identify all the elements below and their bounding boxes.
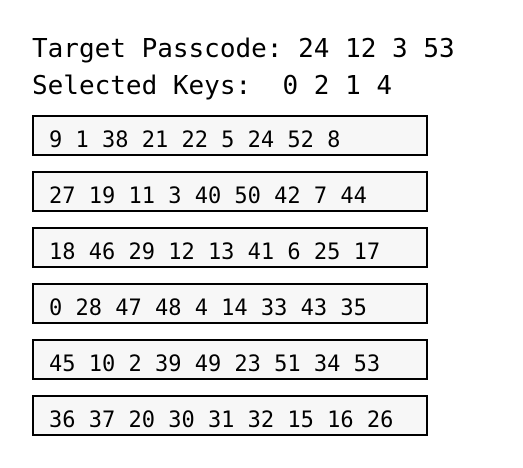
key-row-1[interactable]: 27 19 11 3 40 50 42 7 44 bbox=[32, 171, 428, 212]
key-row-2[interactable]: 18 46 29 12 13 41 6 25 17 bbox=[32, 227, 428, 268]
target-passcode-value: 24 12 3 53 bbox=[298, 34, 455, 64]
key-row-5[interactable]: 36 37 20 30 31 32 15 16 26 bbox=[32, 395, 428, 436]
key-row-4[interactable]: 45 10 2 39 49 23 51 34 53 bbox=[32, 339, 428, 380]
key-rows-list: 9 1 38 21 22 5 24 52 8 27 19 11 3 40 50 … bbox=[32, 115, 428, 436]
target-passcode-label: Target Passcode: bbox=[32, 34, 283, 64]
selected-keys-label: Selected Keys: bbox=[32, 71, 252, 101]
key-row-0[interactable]: 9 1 38 21 22 5 24 52 8 bbox=[32, 115, 428, 156]
key-row-3[interactable]: 0 28 47 48 4 14 33 43 35 bbox=[32, 283, 428, 324]
selected-keys-line: Selected Keys: 0 2 1 4 bbox=[32, 70, 392, 102]
target-passcode-line: Target Passcode: 24 12 3 53 bbox=[32, 33, 455, 65]
selected-keys-value: 0 2 1 4 bbox=[282, 71, 393, 101]
